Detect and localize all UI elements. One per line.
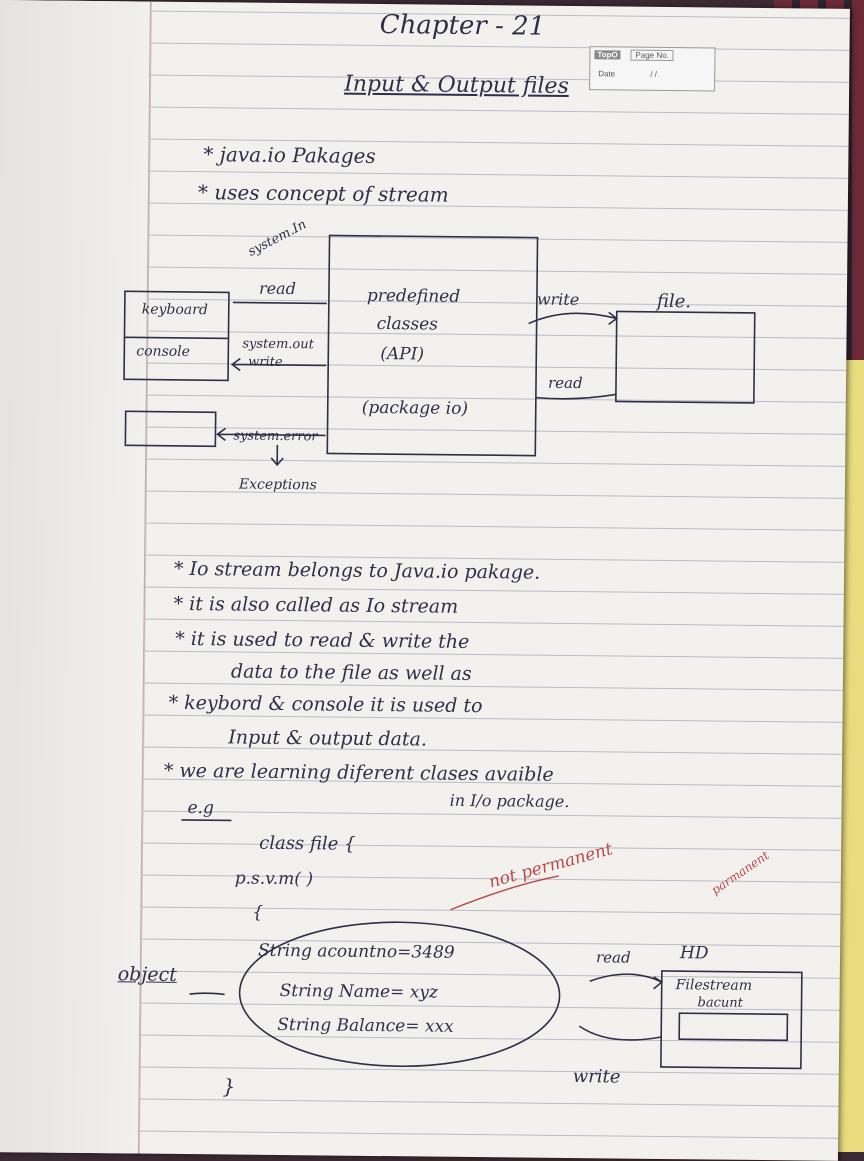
label-package-io: (package io) — [361, 397, 469, 419]
label-write-left: write — [248, 354, 283, 370]
example-class-line: class file { — [259, 832, 356, 855]
example-brace-open: { — [252, 902, 264, 923]
code-line-name: String Name= xyz — [279, 980, 438, 1003]
hd-box — [660, 970, 803, 1070]
label-read-right: read — [547, 373, 583, 393]
label-read-hd: read — [595, 948, 631, 967]
label-write-hd: write — [572, 1066, 621, 1088]
error-box — [124, 410, 217, 448]
label-file: file. — [656, 290, 692, 313]
label-api: (API) — [380, 344, 425, 365]
label-filestream: Filestream — [675, 977, 753, 994]
label-keyboard: keyboard — [141, 301, 208, 319]
label-system-error: system.error — [233, 428, 318, 445]
note-line-4: data to the file as well as — [230, 660, 472, 685]
label-bacunt: bacunt — [697, 995, 743, 1011]
note-line-3: * it is used to read & write the — [175, 627, 470, 653]
note-line-6: Input & output data. — [228, 726, 428, 751]
label-exceptions: Exceptions — [238, 476, 317, 494]
example-psvm: p.s.v.m( ) — [234, 868, 314, 890]
label-system-out: system.out — [242, 336, 314, 353]
label-object: object — [117, 963, 177, 986]
label-read-left: read — [258, 278, 296, 299]
example-brace-close: } — [222, 1074, 236, 1099]
device-box — [123, 290, 230, 382]
label-console: console — [136, 343, 191, 361]
note-line-1: * Io stream belongs to Java.io pakage. — [173, 557, 541, 584]
object-oval — [238, 921, 561, 1068]
label-predefined: predefined — [366, 285, 461, 307]
predefined-classes-box — [326, 234, 539, 457]
label-write-right: write — [536, 289, 580, 310]
note-line-5: * keybord & console it is used to — [168, 691, 483, 718]
example-eg: e.g — [187, 798, 215, 819]
file-box — [615, 310, 756, 404]
note-line-7: * we are learning diferent clases avaibl… — [163, 759, 554, 786]
note-line-8: in I/o package. — [449, 790, 570, 812]
label-classes: classes — [376, 313, 439, 335]
code-line-acountno: String acountno=3489 — [257, 940, 455, 963]
label-hd: HD — [679, 943, 709, 964]
note-line-2: * it is also called as Io stream — [173, 592, 459, 618]
code-line-balance: String Balance= xxx — [277, 1014, 454, 1037]
